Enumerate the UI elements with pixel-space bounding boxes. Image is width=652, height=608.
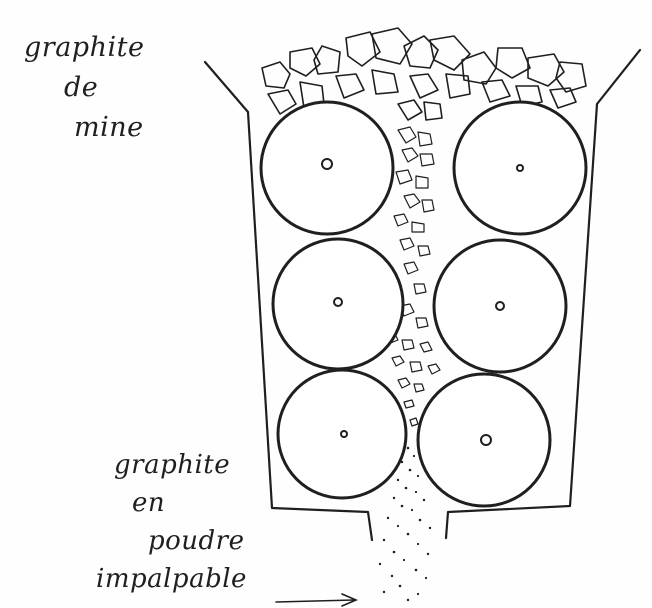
label-graphite-de-mine: graphite de mine xyxy=(24,28,144,148)
roller-top-left xyxy=(261,102,393,234)
label-top-line-2: de xyxy=(24,68,144,108)
label-bottom-line-4: impalpable xyxy=(96,560,247,598)
roller-top-right xyxy=(454,102,586,234)
roller-bottom-right xyxy=(418,374,550,506)
label-top-line-3: mine xyxy=(24,108,144,148)
label-bottom-line-3: poudre xyxy=(96,522,247,560)
label-graphite-en-poudre: graphite en poudre impalpable xyxy=(96,446,247,598)
powder-arrow xyxy=(276,594,356,606)
roller-bottom-left xyxy=(278,370,406,498)
label-top-line-1: graphite xyxy=(24,28,144,68)
roller-middle-right xyxy=(434,240,566,372)
label-bottom-line-2: en xyxy=(96,484,247,522)
grinding-rollers xyxy=(261,102,586,506)
roller-middle-left xyxy=(273,239,403,369)
label-bottom-line-1: graphite xyxy=(96,446,247,484)
